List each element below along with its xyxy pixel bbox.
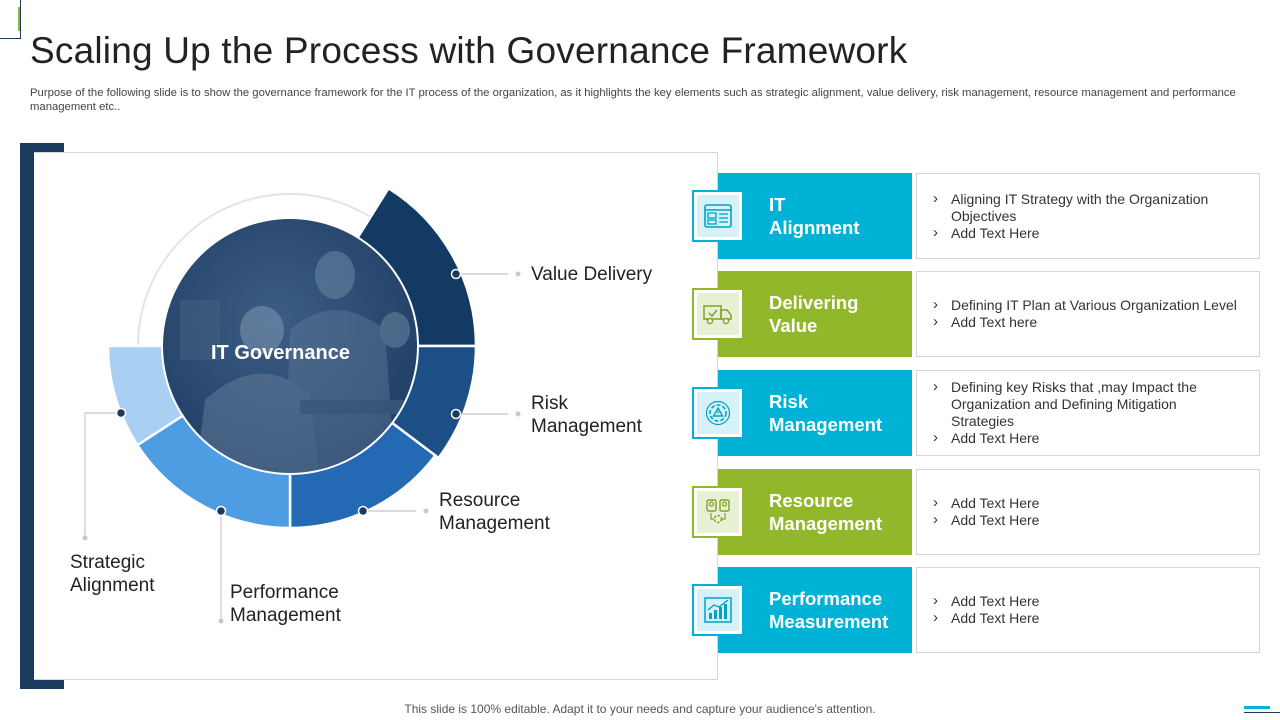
connector-end-dot (423, 508, 429, 514)
segment-label-line: Performance (230, 582, 339, 603)
row-description-box: Aligning IT Strategy with the Organizati… (916, 173, 1260, 259)
row-color-block (718, 469, 912, 555)
chart-icon (697, 589, 739, 631)
center-photo (163, 219, 417, 473)
bullet-item: Add Text Here (931, 224, 1243, 242)
connector-marker (357, 505, 369, 517)
connector-end-dot (82, 535, 88, 541)
segment-label-risk-management: Risk Management (531, 392, 642, 438)
center-label: IT Governance (211, 342, 350, 364)
segment-label-line: Value Delivery (531, 264, 653, 285)
bullet-item: Add Text here (931, 313, 1237, 331)
segment-label-resource-management: Resource Management (439, 489, 550, 535)
people-gear-icon (697, 491, 739, 533)
footer-note: This slide is 100% editable. Adapt it to… (404, 702, 876, 716)
row-color-block (718, 271, 912, 357)
segment-label-line: Management (531, 416, 642, 437)
row-description-box: Defining IT Plan at Various Organization… (916, 271, 1260, 357)
corner-accent-green (18, 7, 21, 31)
segment-label-value-delivery: Value Delivery (531, 263, 652, 286)
row-title-line: Delivering (769, 292, 859, 313)
panel-bracket (20, 143, 64, 689)
connector-end-dot (515, 271, 521, 277)
segment-label-strategic-alignment: Strategic Alignment (70, 551, 155, 597)
segment-label-line: Risk (531, 393, 568, 414)
segment-label-line: Strategic (70, 552, 145, 573)
corner-accent-line (0, 38, 20, 39)
row-title-line: Alignment (769, 217, 860, 238)
row-title-line: Value (769, 315, 818, 336)
row-icon-box (692, 288, 744, 340)
row-color-block (718, 370, 912, 456)
row-title-line: Management (769, 414, 883, 435)
page-title: Scaling Up the Process with Governance F… (30, 30, 908, 71)
row-icon-box (692, 486, 744, 538)
connector-marker (115, 407, 127, 419)
row-title-line: IT (769, 194, 786, 215)
segment-label-line: Alignment (70, 575, 155, 596)
connector-marker (450, 268, 462, 280)
segment-label-performance-management: Performance Management (230, 581, 341, 627)
risk-gear-icon (697, 392, 739, 434)
corner-accent-cyan (1244, 706, 1270, 709)
bullet-item: Add Text Here (931, 592, 1039, 610)
segment-label-line: Management (439, 513, 550, 534)
row-icon-box (692, 584, 744, 636)
connector-marker (215, 505, 227, 517)
connector-line (84, 412, 121, 538)
bullet-item: Add Text Here (931, 429, 1243, 447)
row-title-line: Resource (769, 490, 854, 511)
corner-accent-line (1244, 712, 1280, 713)
segment-label-line: Resource (439, 490, 521, 511)
row-title-line: Risk (769, 391, 809, 412)
row-title-line: Performance (769, 588, 883, 609)
governance-diagram (82, 186, 521, 624)
row-description-box: Add Text HereAdd Text Here (916, 567, 1260, 653)
row-title-line: Management (769, 513, 883, 534)
row-description-box: Defining key Risks that ,may Impact the … (916, 370, 1260, 456)
row-icon-box (692, 190, 744, 242)
row-color-block (718, 567, 912, 653)
bullet-item: Defining IT Plan at Various Organization… (931, 296, 1237, 314)
bullet-item: Add Text Here (931, 494, 1039, 512)
bullet-item: Add Text Here (931, 609, 1039, 627)
bullet-item: Aligning IT Strategy with the Organizati… (931, 190, 1243, 225)
connector-end-dot (218, 618, 224, 624)
row-icon-box (692, 387, 744, 439)
connector-group (82, 268, 521, 624)
page-subtitle: Purpose of the following slide is to sho… (30, 87, 1236, 113)
layout-icon (697, 195, 739, 237)
row-description-box: Add Text HereAdd Text Here (916, 469, 1260, 555)
people-photo-silhouettes (180, 251, 410, 473)
corner-accent-line (20, 0, 21, 39)
connector-end-dot (515, 411, 521, 417)
segment-label-line: Management (230, 605, 341, 626)
bullet-item: Add Text Here (931, 511, 1039, 529)
connector-marker (450, 408, 462, 420)
delivery-truck-icon (697, 293, 739, 335)
bullet-item: Defining key Risks that ,may Impact the … (931, 378, 1243, 430)
row-color-block (718, 173, 912, 259)
row-title-line: Measurement (769, 611, 889, 632)
